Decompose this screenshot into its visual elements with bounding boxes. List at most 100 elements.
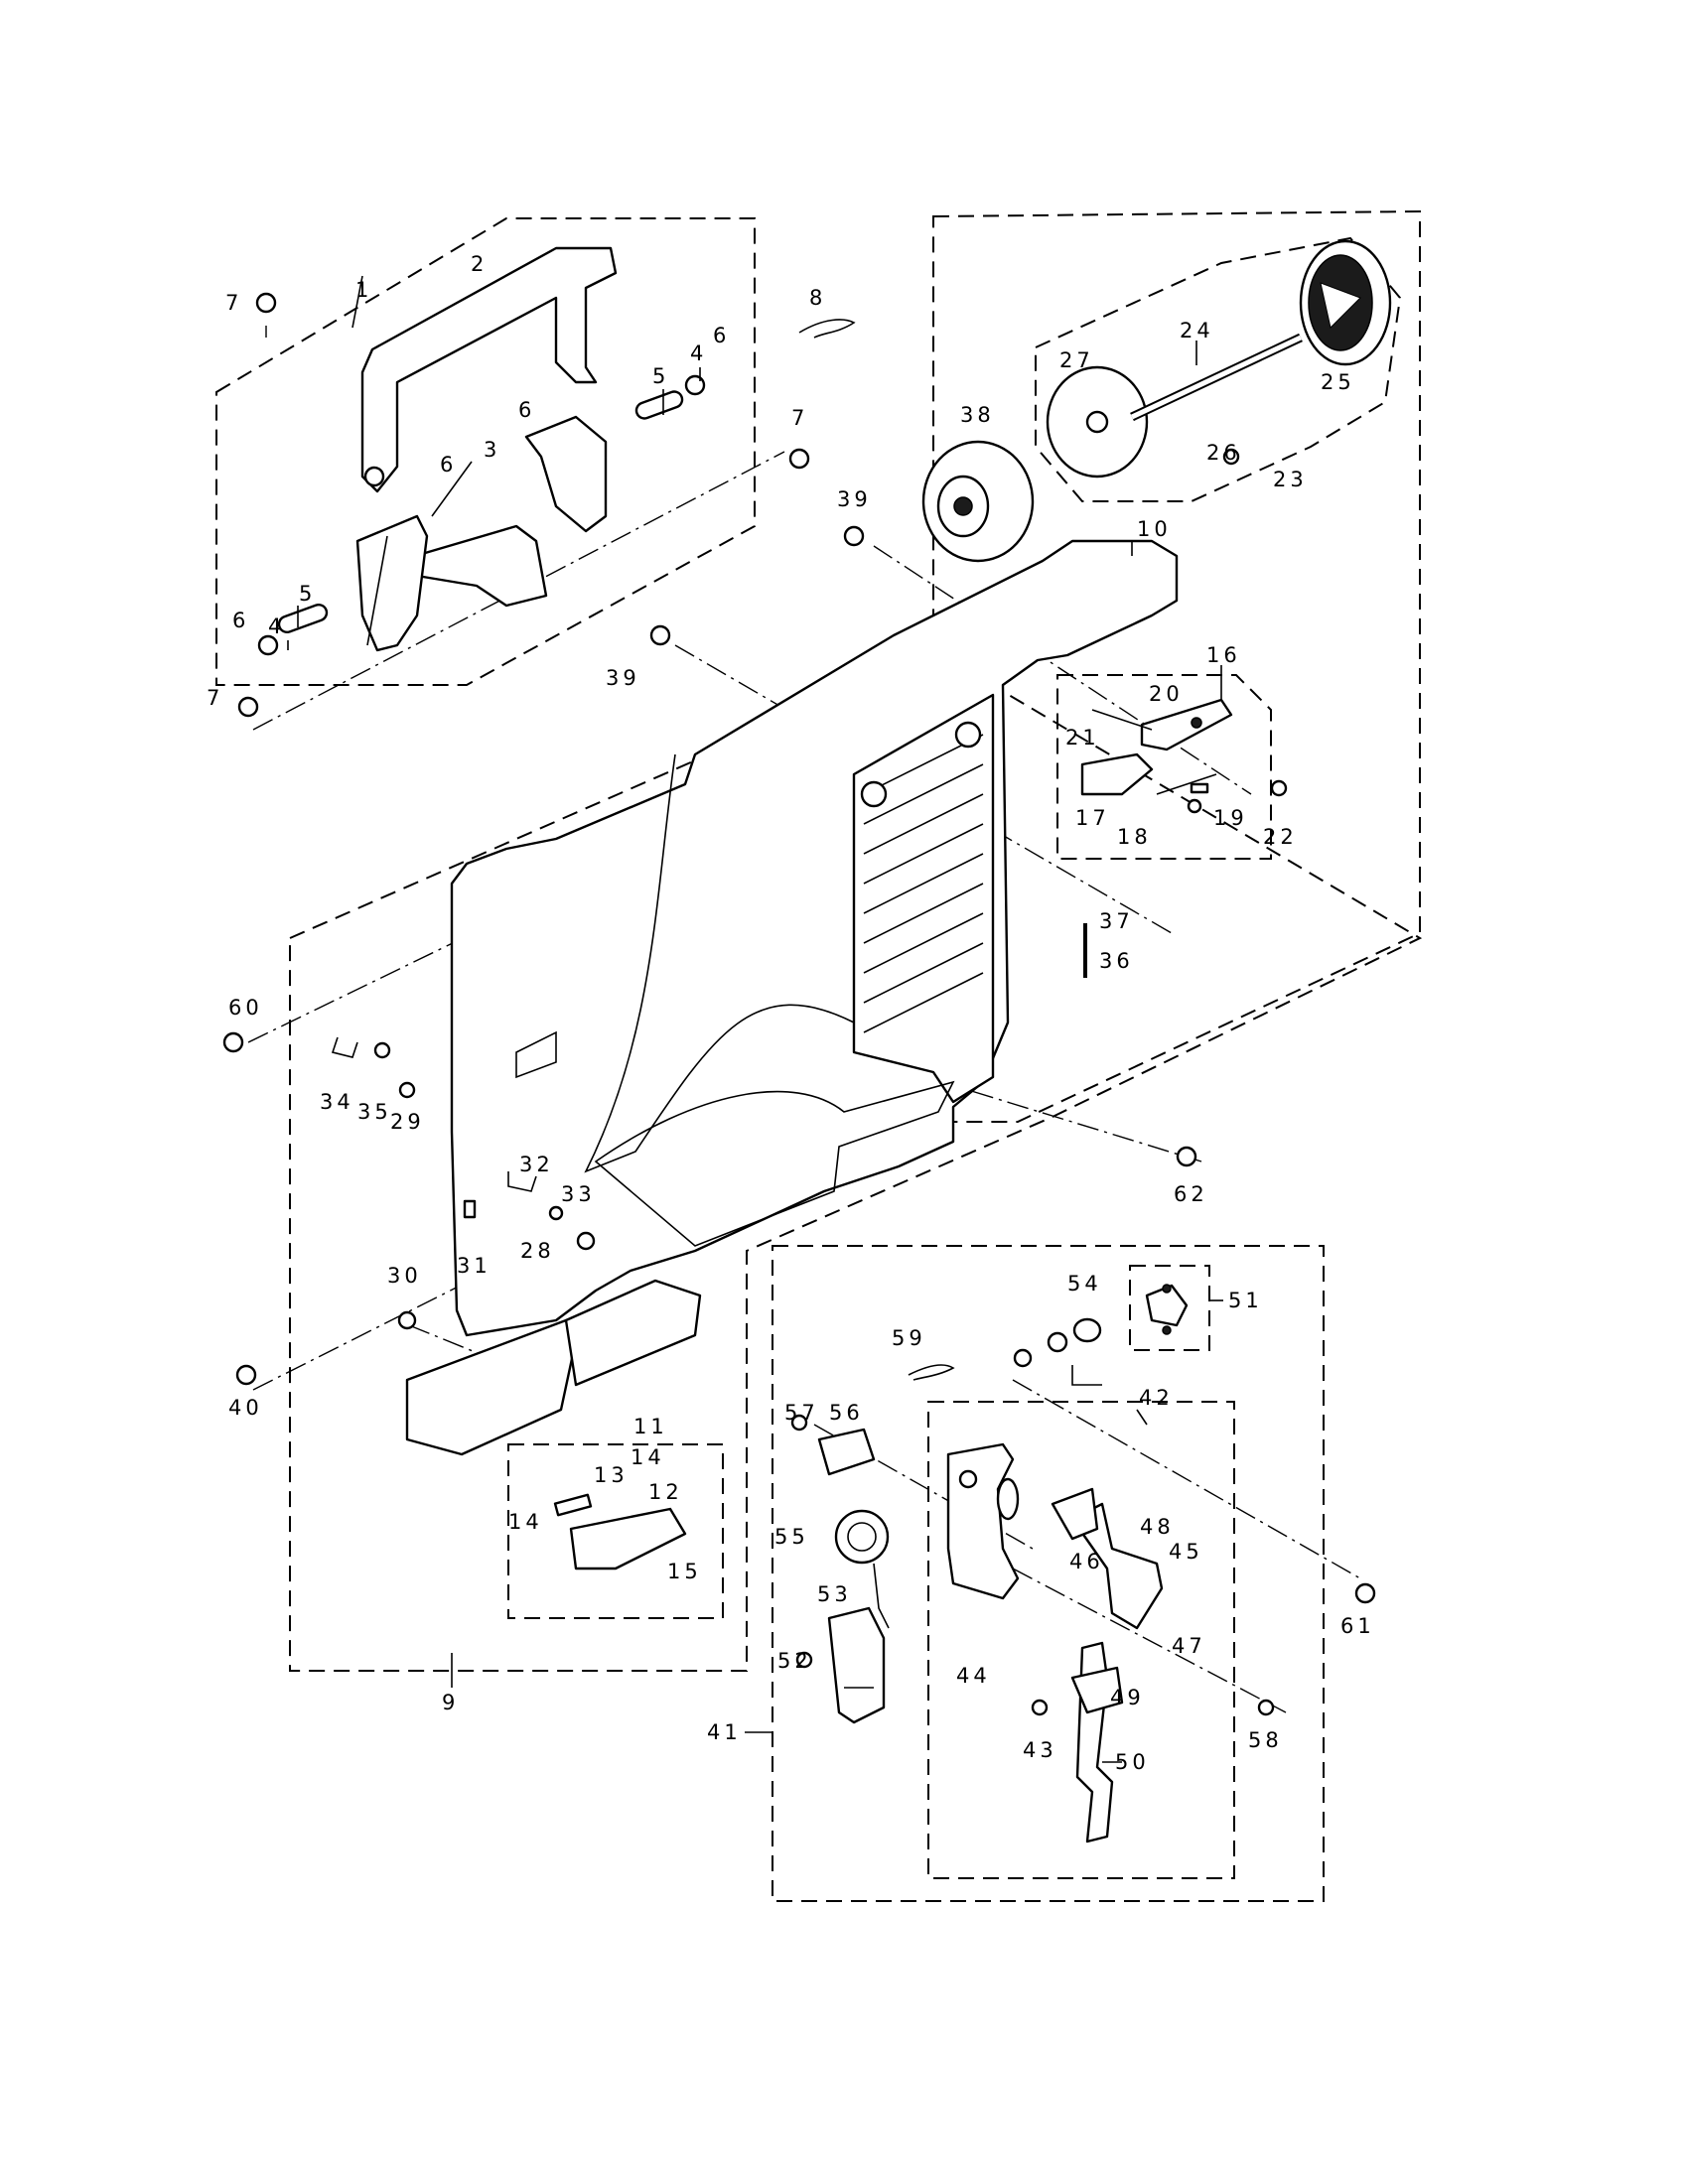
callout-46: 46 — [1069, 1550, 1104, 1573]
callout-41: 41 — [707, 1720, 742, 1744]
part-housing-10 — [405, 539, 1179, 1456]
callout-55: 55 — [774, 1525, 809, 1549]
callout-17: 17 — [1075, 806, 1110, 830]
callout-30: 30 — [387, 1264, 422, 1288]
callout-18: 18 — [1117, 825, 1152, 849]
callout-12: 12 — [648, 1480, 683, 1504]
callout-39-a: 39 — [837, 487, 872, 511]
callout-34: 34 — [320, 1090, 354, 1114]
callout-35: 35 — [357, 1100, 392, 1124]
callout-4-b: 4 — [268, 614, 285, 638]
part-pulley-38 — [921, 440, 1035, 563]
callout-6-a: 6 — [713, 324, 730, 347]
part-spring-8 — [798, 319, 856, 339]
callout-36: 36 — [1099, 949, 1134, 973]
callout-48: 48 — [1140, 1515, 1175, 1539]
callout-56: 56 — [829, 1401, 864, 1425]
part-pins-5 — [257, 374, 706, 656]
callout-21: 21 — [1065, 726, 1100, 750]
callout-60: 60 — [228, 996, 263, 1020]
callout-5-a: 5 — [652, 364, 669, 388]
part-sensor-51 — [1145, 1284, 1189, 1335]
group-41-boundary — [772, 1245, 1325, 1902]
part-plate-44 — [946, 1442, 1020, 1600]
callout-49: 49 — [1110, 1686, 1145, 1709]
group-42-boundary — [927, 1401, 1235, 1879]
part-bracket-3 — [355, 415, 608, 652]
part-handle-2 — [360, 246, 618, 493]
callout-28: 28 — [520, 1239, 555, 1263]
part-disc-27 — [1046, 365, 1149, 478]
callout-43: 43 — [1023, 1738, 1057, 1762]
callout-53: 53 — [817, 1582, 852, 1606]
callout-3: 3 — [484, 438, 500, 462]
callout-50: 50 — [1115, 1750, 1150, 1774]
callout-14-a: 14 — [631, 1445, 665, 1469]
part-wheel-25 — [1299, 239, 1392, 366]
part-bracket-34 — [331, 1036, 564, 1221]
part-switch-53 — [827, 1606, 886, 1724]
callout-7-a: 7 — [225, 291, 242, 315]
part-volume-55 — [834, 1509, 890, 1629]
callout-26: 26 — [1206, 441, 1241, 465]
group-11-boundary — [507, 1443, 724, 1619]
part-shaft-24 — [1130, 333, 1303, 422]
callout-11: 11 — [633, 1415, 668, 1438]
callout-23: 23 — [1273, 468, 1308, 491]
leader-lines — [287, 275, 1223, 1763]
callout-20: 20 — [1149, 682, 1184, 706]
callout-6-b: 6 — [518, 398, 535, 422]
callout-19: 19 — [1213, 806, 1248, 830]
callout-6-d: 6 — [232, 609, 249, 632]
callout-33: 33 — [561, 1182, 596, 1206]
callout-61: 61 — [1340, 1614, 1375, 1638]
callout-54: 54 — [1067, 1272, 1102, 1296]
callout-37: 37 — [1099, 909, 1134, 933]
callout-42: 42 — [1139, 1386, 1174, 1410]
part-spring-59 — [908, 1364, 955, 1381]
callout-16: 16 — [1206, 643, 1241, 667]
callout-32: 32 — [519, 1153, 554, 1176]
callout-7-b: 7 — [791, 406, 808, 430]
callout-27: 27 — [1059, 348, 1094, 372]
callout-1: 1 — [355, 278, 372, 302]
callout-labels: 1 2 3 4 4 5 5 6 6 6 6 7 7 7 8 9 10 11 12… — [207, 252, 1375, 1774]
callout-59: 59 — [892, 1326, 926, 1350]
callout-24: 24 — [1180, 319, 1214, 342]
callout-38: 38 — [960, 403, 995, 427]
part-plate-45 — [1051, 1487, 1164, 1630]
callout-5-b: 5 — [299, 582, 316, 606]
callout-29: 29 — [390, 1110, 425, 1134]
group-1-boundary — [215, 217, 756, 686]
callout-58: 58 — [1248, 1728, 1283, 1752]
callout-14-b: 14 — [508, 1510, 543, 1534]
callout-57: 57 — [784, 1401, 819, 1425]
callout-8: 8 — [809, 286, 826, 310]
callout-13: 13 — [594, 1463, 629, 1487]
part-plate-12 — [553, 1493, 687, 1570]
part-rings-54 — [1013, 1317, 1102, 1386]
callout-45: 45 — [1169, 1540, 1203, 1564]
part-lever-16 — [1080, 698, 1233, 814]
callout-62: 62 — [1174, 1182, 1208, 1206]
callout-2: 2 — [471, 252, 488, 276]
callout-4-a: 4 — [690, 341, 707, 365]
group-23-boundary — [1035, 236, 1402, 502]
callout-44: 44 — [956, 1664, 991, 1688]
callout-15: 15 — [667, 1560, 702, 1583]
callout-9: 9 — [442, 1691, 459, 1714]
callout-47: 47 — [1172, 1634, 1206, 1658]
part-connector-56 — [817, 1428, 876, 1476]
callout-51: 51 — [1228, 1289, 1263, 1312]
callout-39-b: 39 — [606, 666, 640, 690]
group-51-boundary — [1129, 1265, 1210, 1351]
housing-ribs — [860, 721, 984, 1033]
callout-10: 10 — [1137, 517, 1172, 541]
callout-7-c: 7 — [207, 686, 223, 710]
callout-25: 25 — [1321, 370, 1355, 394]
callout-52: 52 — [777, 1649, 812, 1673]
callout-31: 31 — [457, 1254, 491, 1278]
callout-6-c: 6 — [440, 453, 457, 477]
group-16-boundary — [1056, 674, 1272, 860]
